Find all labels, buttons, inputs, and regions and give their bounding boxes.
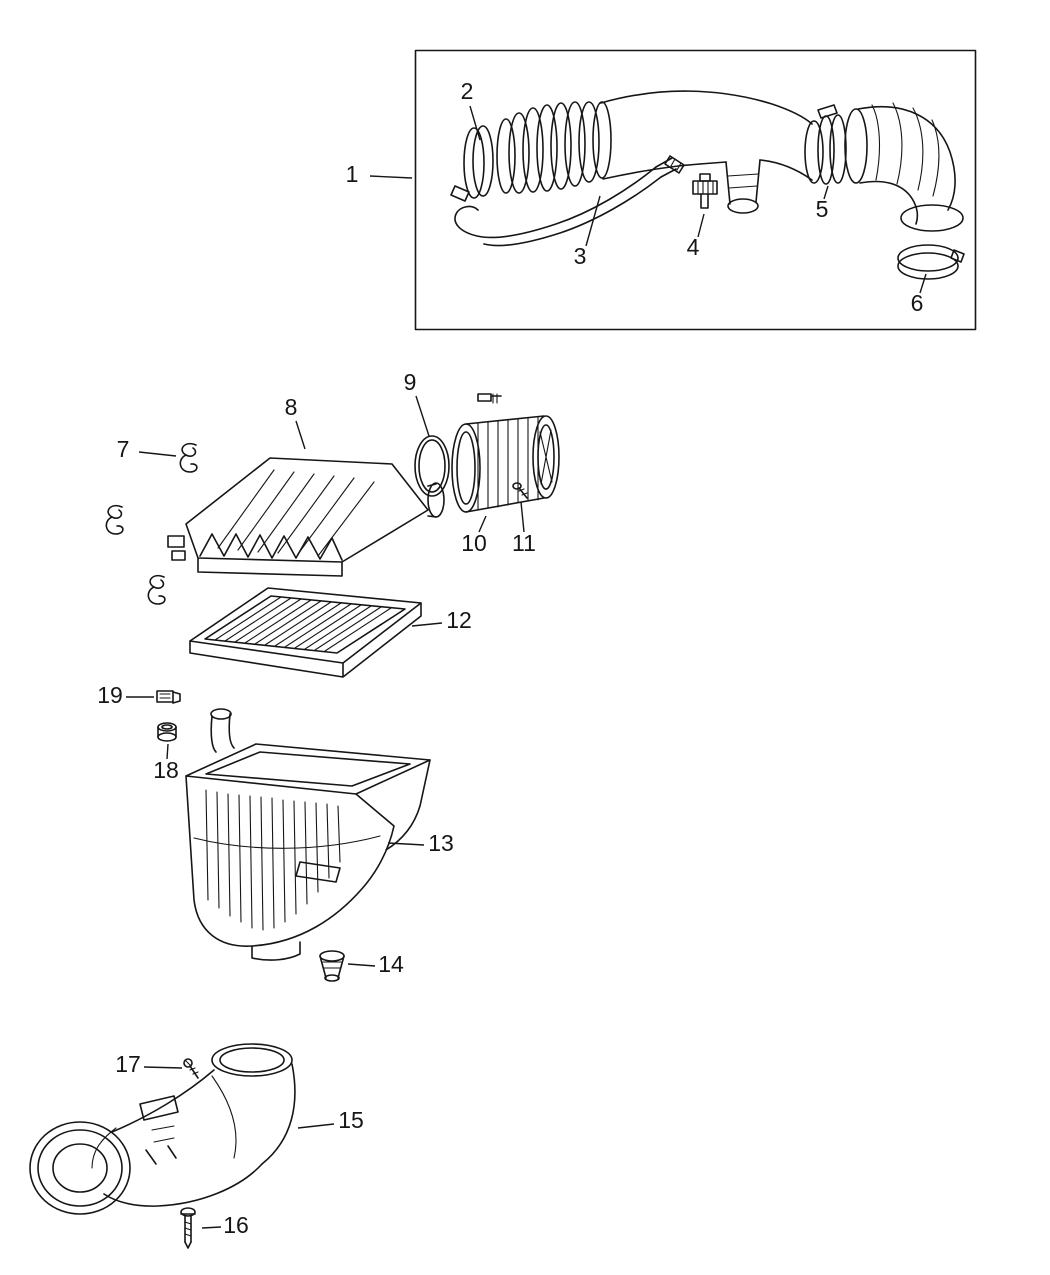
callout-leader-9 <box>415 395 430 437</box>
callout-leader-17 <box>143 1066 183 1069</box>
callout-label-4: 4 <box>687 234 700 260</box>
corrugated-elbow <box>844 102 964 232</box>
callout-label-12: 12 <box>446 607 472 633</box>
hose-clamp-2 <box>450 125 494 202</box>
callout-label-14: 14 <box>378 951 404 977</box>
screw-17 <box>183 1058 199 1079</box>
intake-tube-assembly <box>414 49 977 331</box>
callout-leader-3 <box>585 195 601 247</box>
callout-label-1: 1 <box>346 161 359 187</box>
callout-label-7: 7 <box>117 436 130 462</box>
assembly-frame <box>414 49 977 331</box>
callout-label-18: 18 <box>153 757 179 783</box>
air-filter-element <box>189 587 422 678</box>
bushing-18 <box>157 722 177 742</box>
callout-label-8: 8 <box>285 394 298 420</box>
air-cleaner-cover <box>167 457 445 577</box>
callout-label-9: 9 <box>404 369 417 395</box>
callout-label-13: 13 <box>428 830 454 856</box>
bolt-16 <box>180 1207 196 1249</box>
callout-leader-5 <box>823 185 829 200</box>
air-cleaner-housing <box>185 708 431 961</box>
callout-leader-1 <box>369 175 413 179</box>
callout-leader-11 <box>520 501 525 533</box>
air-intake-duct <box>29 1043 296 1215</box>
air-flow-sensor <box>451 393 560 513</box>
callout-label-11: 11 <box>512 530 536 556</box>
callout-leader-16 <box>201 1226 222 1229</box>
o-ring-seal <box>414 435 450 497</box>
callout-leader-8 <box>295 420 306 450</box>
callout-label-19: 19 <box>97 682 123 708</box>
callout-label-3: 3 <box>574 243 587 269</box>
intake-duct-body <box>600 90 824 214</box>
screw-11 <box>512 482 528 499</box>
callout-leader-4 <box>697 213 705 238</box>
callout-leader-14 <box>347 963 376 967</box>
callout-label-6: 6 <box>911 290 924 316</box>
callout-leader-2 <box>469 105 481 141</box>
grommet-14 <box>319 950 345 982</box>
callout-leader-18 <box>166 743 169 760</box>
clamp-6 <box>897 244 965 280</box>
callout-label-10: 10 <box>461 530 487 556</box>
vent-hose <box>454 155 685 247</box>
retainer-clips <box>105 442 198 605</box>
callout-label-17: 17 <box>115 1051 141 1077</box>
callout-leader-7 <box>138 451 177 457</box>
callout-leader-10 <box>478 515 487 533</box>
callout-label-16: 16 <box>223 1212 249 1238</box>
callout-label-5: 5 <box>816 196 829 222</box>
callout-leader-15 <box>297 1123 335 1129</box>
fitting <box>692 173 718 209</box>
hose-clamp-5 <box>817 104 847 185</box>
callout-label-2: 2 <box>461 78 474 104</box>
callout-leader-13 <box>387 842 425 846</box>
callout-leader-12 <box>411 622 443 627</box>
callout-label-15: 15 <box>338 1107 364 1133</box>
clamp-19 <box>156 690 181 704</box>
callout-leader-6 <box>919 273 927 294</box>
corrugated-hose-section <box>496 101 612 194</box>
